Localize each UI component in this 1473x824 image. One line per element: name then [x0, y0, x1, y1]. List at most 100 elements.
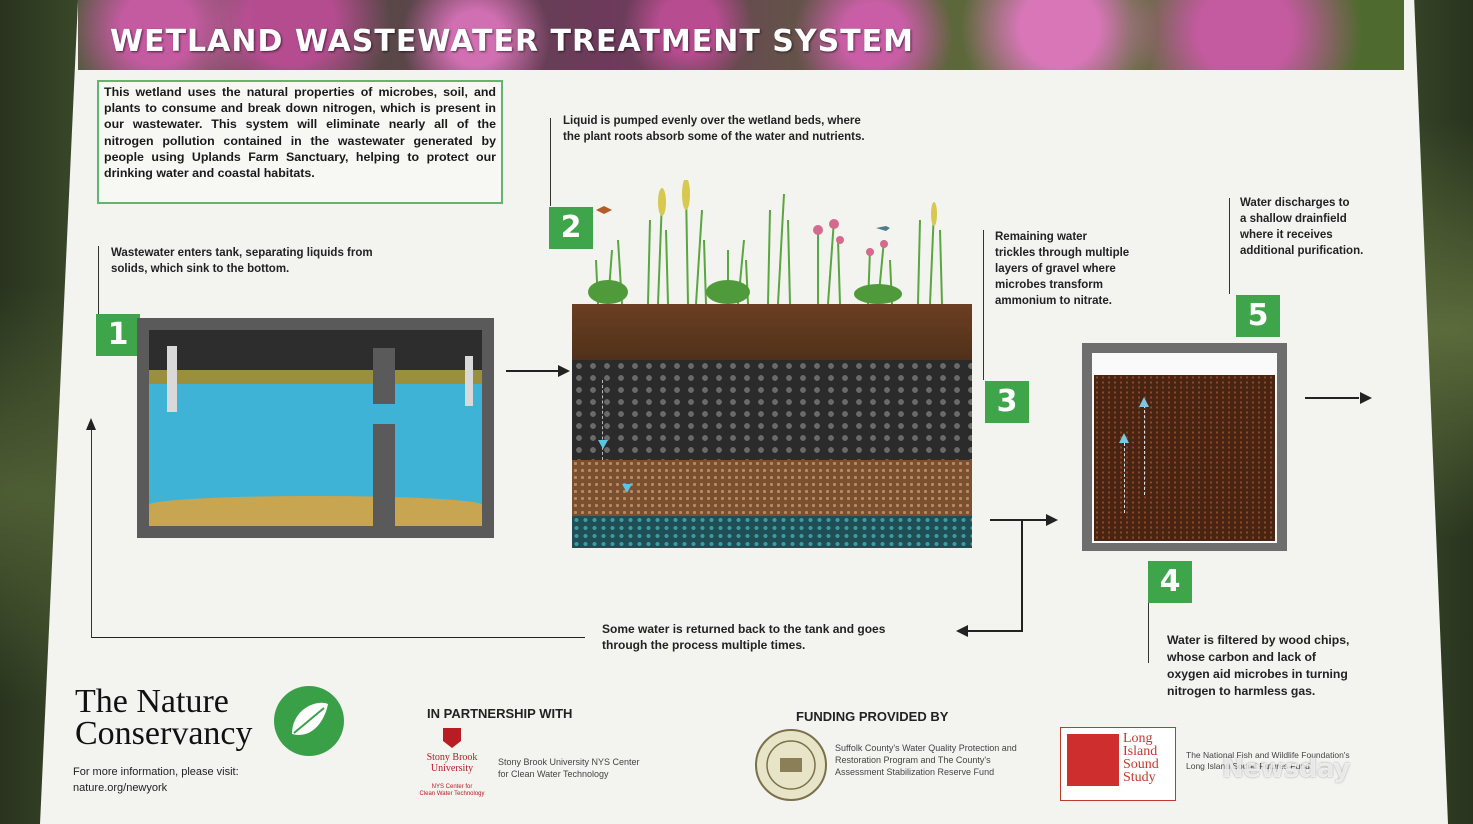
step-1-text: Wastewater enters tank, separating liqui…	[111, 245, 373, 277]
wetland-bed-illustration	[572, 300, 972, 548]
return-note-line: through the process multiple times.	[602, 638, 806, 652]
step-3-text-line: trickles through multiple	[995, 247, 1130, 259]
step-2-text-line: Liquid is pumped evenly over the wetland…	[563, 115, 861, 127]
return-line-bottom	[91, 637, 585, 638]
tank-inlet-pipe	[167, 346, 177, 412]
septic-tank-illustration	[137, 318, 494, 538]
step-3-text: Remaining water trickles through multipl…	[995, 229, 1129, 309]
step-4-text: Water is filtered by wood chips, whose c…	[1167, 632, 1349, 700]
flow-arrow-5-out-line	[1305, 397, 1359, 399]
sbu-logo-line: University	[430, 763, 474, 774]
intro-text: This wetland uses the natural properties…	[104, 85, 496, 181]
tank-scum-layer	[149, 370, 482, 384]
step-4-text-line: Water is filtered by wood chips,	[1167, 633, 1350, 647]
lis-logo-text: Long Island Sound Study	[1123, 731, 1159, 785]
sbu-logo-line: Stony Brook	[426, 752, 478, 763]
funding-description-line: Restoration Program and The County's	[835, 755, 991, 765]
stony-brook-shield-icon	[443, 728, 461, 748]
sbu-logo-subtext: NYS Center for Clean Water Technology	[410, 784, 494, 798]
flow-arrow-3-to-4-head	[1046, 514, 1058, 526]
step-1-text-line: solids, which sink to the bottom.	[111, 263, 290, 275]
long-island-sound-study-logo: Long Island Sound Study	[1060, 727, 1176, 801]
return-arrow-head	[956, 625, 968, 637]
partnership-heading: IN PARTNERSHIP WITH	[427, 706, 573, 721]
drainfield-illustration	[1082, 343, 1287, 551]
return-note-line: Some water is returned back to the tank …	[602, 622, 886, 636]
bed-gravel-layer	[572, 360, 972, 460]
return-line-vertical	[91, 428, 92, 638]
bed-stone-layer	[572, 516, 972, 548]
step-3-callout-line	[983, 230, 984, 380]
step-3-text-line: Remaining water	[995, 231, 1088, 243]
step-5-text-line: a shallow drainfield	[1240, 213, 1347, 225]
step-4-callout-line	[1148, 603, 1149, 663]
funding-heading: FUNDING PROVIDED BY	[796, 709, 949, 724]
more-info-label: For more information, please visit:	[73, 766, 239, 778]
drain-flow-dash-line	[1144, 405, 1145, 495]
step-5-callout-line	[1229, 198, 1230, 294]
wetland-plants-illustration	[588, 180, 943, 304]
step-2-text: Liquid is pumped evenly over the wetland…	[563, 113, 865, 145]
step-2-callout-line	[550, 118, 551, 206]
more-info-url: nature.org/newyork	[73, 782, 168, 794]
tank-outlet-pipe	[465, 356, 473, 406]
drain-flow-up-arrow	[1139, 397, 1149, 407]
lis-logo-emblem-icon	[1067, 734, 1119, 786]
lis-logo-line: Long	[1123, 731, 1153, 746]
step-3-text-line: layers of gravel where	[995, 263, 1116, 275]
tnc-logo-line: Conservancy	[75, 715, 253, 752]
tnc-logo-wordmark: The Nature Conservancy	[75, 683, 253, 752]
lis-logo-line: Sound	[1123, 757, 1159, 772]
flow-arrow-5-out-head	[1360, 392, 1372, 404]
step-4-text-line: oxygen aid microbes in turning	[1167, 667, 1348, 681]
step-4-text-line: whose carbon and lack of	[1167, 650, 1316, 664]
lis-logo-line: Study	[1123, 770, 1156, 785]
newsday-watermark: Newsday	[1222, 754, 1350, 784]
step-3-number: 3	[985, 381, 1029, 423]
step-5-text: Water discharges to a shallow drainfield…	[1240, 195, 1363, 259]
wood-chips-layer	[1094, 375, 1275, 541]
drain-flow-up-arrow	[1119, 433, 1129, 443]
page-title: WETLAND WASTEWATER TREATMENT SYSTEM	[110, 24, 915, 59]
step-5-text-line: additional purification.	[1240, 245, 1364, 257]
tank-baffle	[373, 348, 395, 526]
step-3-text-line: ammonium to nitrate.	[995, 295, 1112, 307]
step-2-text-line: the plant roots absorb some of the water…	[563, 131, 865, 143]
banner-flowers	[78, 0, 1404, 70]
step-3-text-line: microbes transform	[995, 279, 1104, 291]
stony-brook-logo-text: Stony Brook University	[420, 752, 484, 774]
sbu-sub-line: Clean Water Technology	[419, 791, 485, 797]
butterfly-icon	[596, 206, 612, 214]
step-4-text-line: nitrogen to harmless gas.	[1167, 684, 1316, 698]
return-branch-line	[1021, 519, 1023, 631]
hummingbird-icon	[876, 226, 890, 231]
more-info: For more information, please visit: natu…	[73, 764, 239, 796]
step-5-number: 5	[1236, 295, 1280, 337]
lis-logo-line: Island	[1123, 744, 1158, 759]
drain-flow-dash-line	[1124, 443, 1125, 513]
sbu-description: Stony Brook University NYS Center for Cl…	[498, 756, 640, 780]
sbu-description-line: for Clean Water Technology	[498, 769, 609, 779]
step-1-callout-line	[98, 246, 99, 314]
nfwf-text: The National Fish and Wildlife Foundatio…	[1186, 750, 1350, 772]
tnc-logo-line: The Nature	[75, 683, 229, 720]
bed-flow-down-arrow	[622, 484, 632, 493]
funding-description-line: Assessment Stabilization Reserve Fund	[835, 767, 995, 777]
bed-flow-dash-line	[602, 380, 603, 460]
tank-sludge-layer	[149, 496, 482, 526]
return-line-up-arrow	[86, 418, 96, 430]
step-1-number: 1	[96, 314, 140, 356]
tank-baffle-opening	[373, 404, 395, 424]
step-1-text-line: Wastewater enters tank, separating liqui…	[111, 247, 373, 259]
sbu-description-line: Stony Brook University NYS Center	[498, 757, 640, 767]
nfwf-text-line: The National Fish and Wildlife Foundatio…	[1186, 750, 1350, 760]
flow-arrow-1-to-2-head	[558, 365, 570, 377]
nfwf-text-line: Long Island Sound Futures Fund	[1186, 761, 1310, 771]
intro-box	[97, 80, 503, 204]
bed-soil-layer	[572, 304, 972, 360]
return-branch-horizontal	[968, 630, 1023, 632]
bed-fine-gravel-layer	[572, 460, 972, 516]
bed-flow-down-arrow	[598, 440, 608, 449]
step-5-text-line: where it receives	[1240, 229, 1333, 241]
step-2-number: 2	[549, 207, 593, 249]
